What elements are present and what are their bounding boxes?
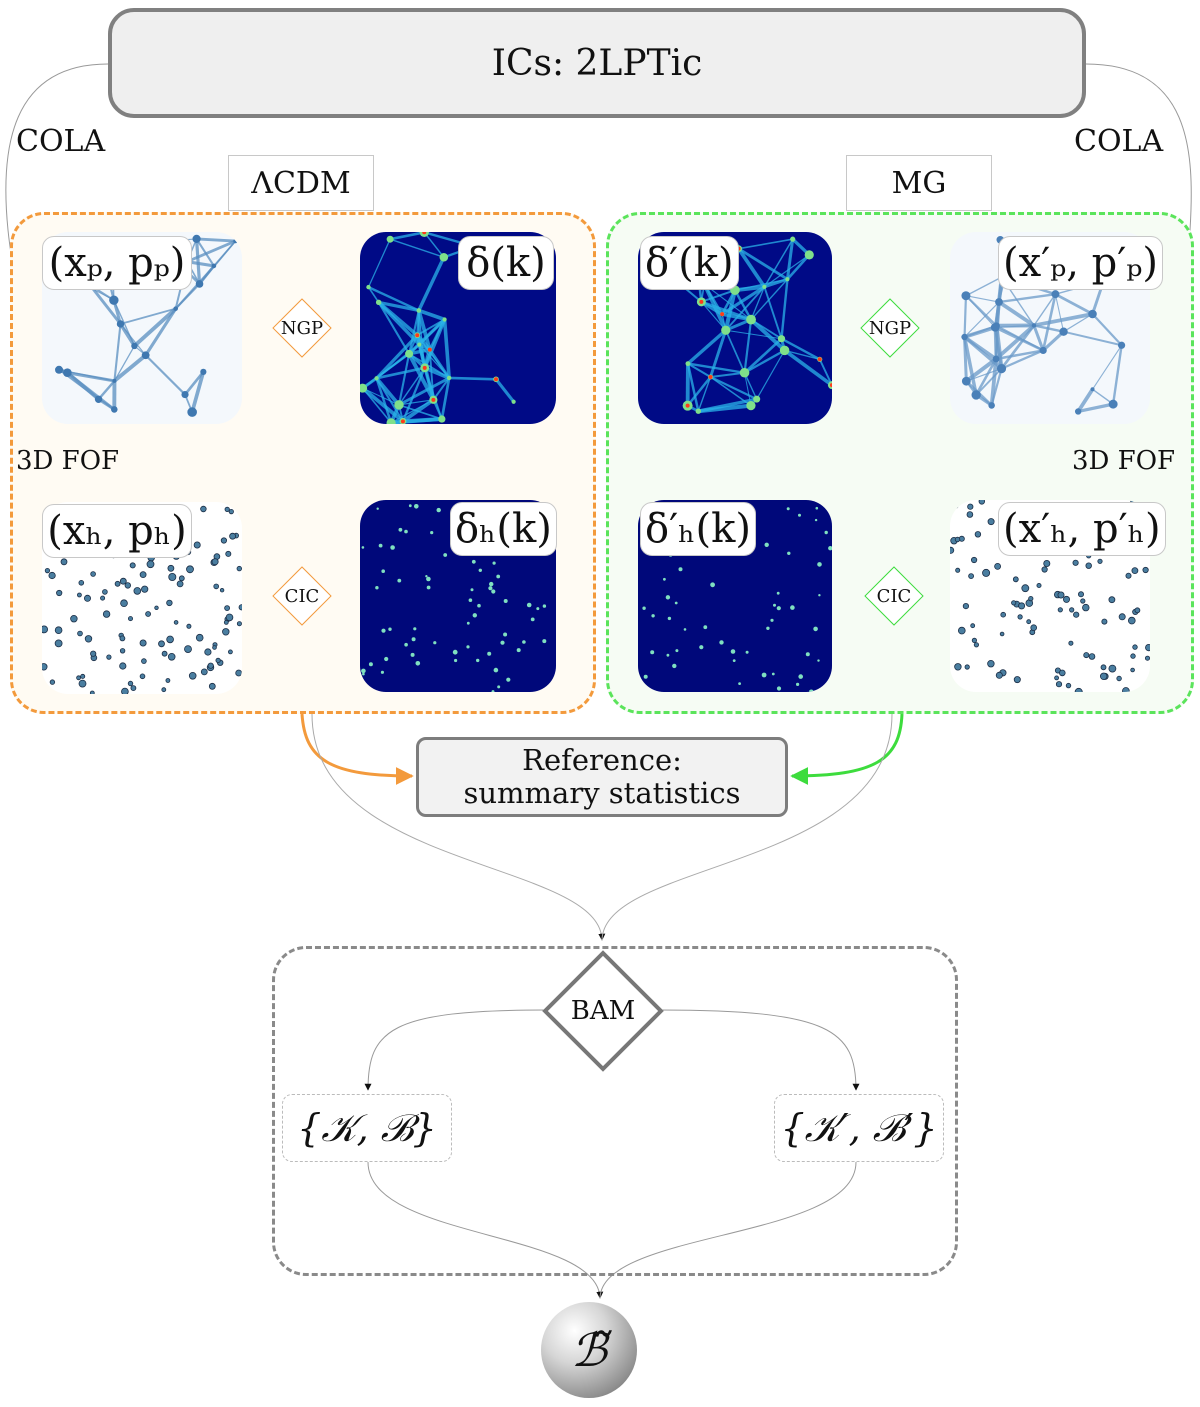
mg-halos-label: (x′ₕ, p′ₕ) (998, 502, 1166, 556)
initial-conditions-box: ICs: 2LPTic (108, 8, 1086, 118)
mg-fof-label: 3D FOF (1072, 446, 1176, 476)
lcdm-kernel-bias-set: {𝒦, ℬ} (282, 1094, 452, 1162)
bam-node: BAM (538, 946, 668, 1076)
mg-cic-node: CIC (864, 566, 924, 626)
bam-to-left-set (364, 1009, 546, 1091)
mg-ngp-text: NGP (868, 317, 912, 339)
reference-line-2: summary statistics (463, 776, 741, 810)
lcdm-fof-label: 3D FOF (16, 446, 120, 476)
lcdm-tag: ΛCDM (228, 155, 374, 211)
lcdm-density-label: δ(k) (458, 236, 554, 290)
lcdm-cic-node: CIC (272, 566, 332, 626)
bam-group (272, 946, 958, 1276)
bam-to-right-set (659, 1009, 860, 1091)
mg-kernel-bias-set: {𝒦′, ℬ′} (774, 1094, 944, 1162)
lcdm-particles-label: (xₚ, pₚ) (42, 236, 192, 290)
lcdm-cic-text: CIC (284, 585, 320, 607)
lcdm-ngp-node: NGP (272, 298, 332, 358)
lcdm-to-bam-line (311, 713, 606, 941)
reference-statistics-box: Reference: summary statistics (416, 737, 788, 817)
bam-text: BAM (570, 996, 636, 1026)
lcdm-tag-text: ΛCDM (251, 165, 351, 201)
lcdm-halo-density-label: δₕ(k) (450, 502, 557, 556)
mg-density-label: δ′(k) (640, 236, 739, 290)
mg-to-reference-arrow (790, 713, 904, 785)
cola-left-label: COLA (16, 124, 106, 159)
output-bias-sphere: ℬ̃ (541, 1302, 637, 1398)
mg-tag: MG (846, 155, 992, 211)
lcdm-to-reference-arrow (300, 713, 414, 785)
mg-particles-label: (x′ₚ, p′ₚ) (998, 236, 1163, 290)
mg-ngp-node: NGP (860, 298, 920, 358)
mg-tag-text: MG (891, 165, 947, 201)
lcdm-ngp-text: NGP (280, 317, 324, 339)
mg-cic-text: CIC (876, 585, 912, 607)
lcdm-halos-label: (xₕ, pₕ) (42, 504, 192, 558)
mg-to-bam-line (601, 713, 893, 941)
initial-conditions-label: ICs: 2LPTic (491, 42, 703, 84)
mg-halo-density-label: δ′ₕ(k) (640, 502, 756, 556)
cola-right-label: COLA (1074, 124, 1164, 159)
reference-line-1: Reference: (522, 743, 682, 777)
